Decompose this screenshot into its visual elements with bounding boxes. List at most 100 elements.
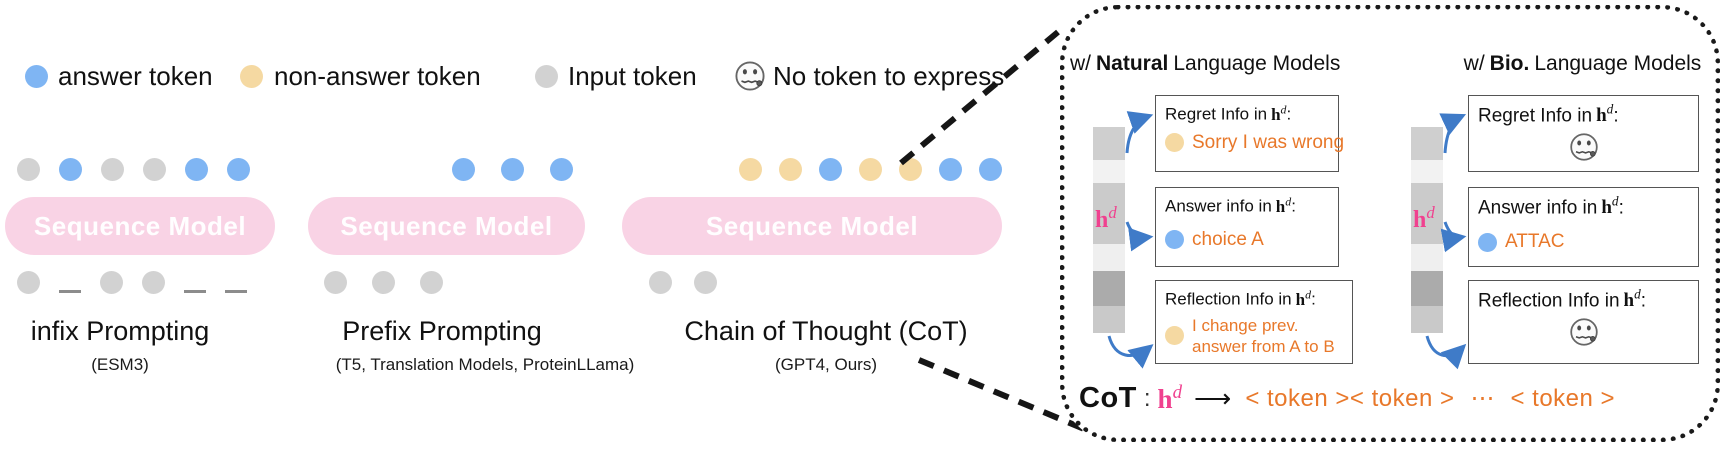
non-answer-token-dot: [779, 158, 802, 181]
answer-token-dot: [185, 158, 208, 181]
answer-token-dot: [1478, 232, 1497, 252]
hidden-state-cell: [1411, 183, 1443, 244]
natural-lm-header-rest: Language Models: [1173, 52, 1341, 75]
arrow-reflection-natural: [1107, 335, 1154, 369]
formula-colon: :: [1143, 384, 1151, 412]
infix-prompting-title: infix Prompting: [30, 316, 210, 346]
callout-dashed-line-top: [899, 29, 1060, 166]
answer-token-dot: [550, 158, 573, 181]
legend-input-token-label: Input token: [568, 61, 697, 91]
hidden-state-cell: [1093, 270, 1125, 306]
legend-non-answer-token-dot: [240, 65, 263, 88]
prefix-prompting-title: Prefix Prompting: [342, 316, 542, 346]
arrow-regret-natural: [1125, 111, 1154, 154]
non-answer-token-dot: [17, 158, 40, 181]
bio-lm-header: w/Bio.Language Models: [1455, 52, 1715, 76]
hidden-state-vector-bio: [1411, 127, 1443, 333]
arrow-answer-bio: [1440, 221, 1467, 253]
right-arrow-icon: ⟶: [1194, 383, 1232, 413]
legend-answer-token-label: answer token: [58, 61, 213, 91]
arrow-reflection-bio: [1425, 335, 1467, 370]
answer-token-dot: [452, 158, 475, 181]
zipper-mouth-face-icon: [1568, 316, 1600, 353]
input-token-dot: [17, 271, 40, 294]
bio-lm-header-prefix: w/: [1463, 52, 1485, 75]
masked-token-underscore: [225, 290, 247, 293]
non-answer-token-dot: [739, 158, 762, 181]
cot-sequence-model-box: Sequence Model: [622, 197, 1002, 255]
reflection-text-natural: I change prev.answer from A to B: [1192, 315, 1335, 356]
formula-ellipsis: ⋯: [1470, 385, 1495, 412]
cot-subtitle: (GPT4, Ours): [774, 355, 877, 374]
formula-cot-label: CoT: [1079, 382, 1137, 414]
hidden-state-cell: [1093, 127, 1125, 161]
cot-output-token-row: [739, 158, 1002, 181]
answer-token-dot: [979, 158, 1002, 181]
hidden-state-vector-natural: [1093, 127, 1125, 333]
answer-token-dot: [819, 158, 842, 181]
regret-text-natural: Sorry I was wrong: [1192, 131, 1345, 153]
input-token-dot: [420, 271, 443, 294]
hidden-state-cell: [1093, 243, 1125, 271]
prefix-output-token-row: [452, 158, 573, 181]
formula-tokens-a: < token >< token >: [1245, 384, 1455, 412]
non-answer-token-dot: [899, 158, 922, 181]
hidden-state-cell: [1411, 270, 1443, 306]
cot-input-token-row: [649, 271, 717, 294]
natural-lm-header-bold: Natural: [1096, 52, 1169, 75]
non-answer-token-dot: [1165, 133, 1184, 153]
legend-non-answer-token-label: non-answer token: [274, 61, 481, 91]
non-answer-token-dot: [101, 158, 124, 181]
infix-sequence-model-box: Sequence Model: [5, 197, 275, 255]
answer-token-dot: [59, 158, 82, 181]
legend-input-token-dot: [535, 65, 558, 88]
hidden-state-cell: [1411, 305, 1443, 333]
arrow-regret-bio: [1439, 113, 1467, 154]
cot-title: Chain of Thought (CoT): [684, 316, 968, 346]
answer-token-dot: [501, 158, 524, 181]
hidden-state-cell: [1411, 243, 1443, 271]
masked-token-underscore: [59, 290, 81, 293]
bio-lm-header-rest: Language Models: [1534, 52, 1702, 75]
infix-prompting-subtitle: (ESM3): [91, 355, 149, 374]
formula-tokens-b: < token >: [1510, 384, 1616, 412]
natural-lm-header-prefix: w/: [1070, 52, 1091, 75]
non-answer-token-dot: [1165, 326, 1184, 346]
answer-token-dot: [939, 158, 962, 181]
input-token-dot: [649, 271, 672, 294]
input-token-dot: [694, 271, 717, 294]
hd-label-bio: hd: [1413, 203, 1435, 233]
prefix-sequence-model-box: Sequence Model: [308, 197, 585, 255]
answer-text-natural: choice A: [1192, 228, 1264, 250]
input-token-dot: [324, 271, 347, 294]
infix-input-token-row: [17, 271, 247, 294]
hd-label-natural: hd: [1095, 203, 1117, 233]
legend-no-token-label: No token to express: [773, 61, 1005, 91]
zipper-mouth-face-icon: [1568, 131, 1600, 168]
bio-lm-header-bold: Bio.: [1489, 52, 1530, 75]
non-answer-token-dot: [859, 158, 882, 181]
zipper-mouth-face-icon: [733, 59, 767, 98]
arrow-answer-natural: [1125, 221, 1154, 252]
input-token-dot: [142, 271, 165, 294]
cot-formula: CoT : hd ⟶ < token >< token > ⋯ < token …: [1079, 382, 1615, 415]
masked-token-underscore: [184, 290, 206, 293]
hidden-state-cell: [1411, 160, 1443, 184]
input-token-dot: [100, 271, 123, 294]
non-answer-token-dot: [143, 158, 166, 181]
prefix-prompting-subtitle: (T5, Translation Models, ProteinLLama): [335, 355, 635, 374]
answer-token-dot: [1165, 230, 1184, 250]
hidden-state-cell: [1093, 183, 1125, 244]
input-token-dot: [372, 271, 395, 294]
